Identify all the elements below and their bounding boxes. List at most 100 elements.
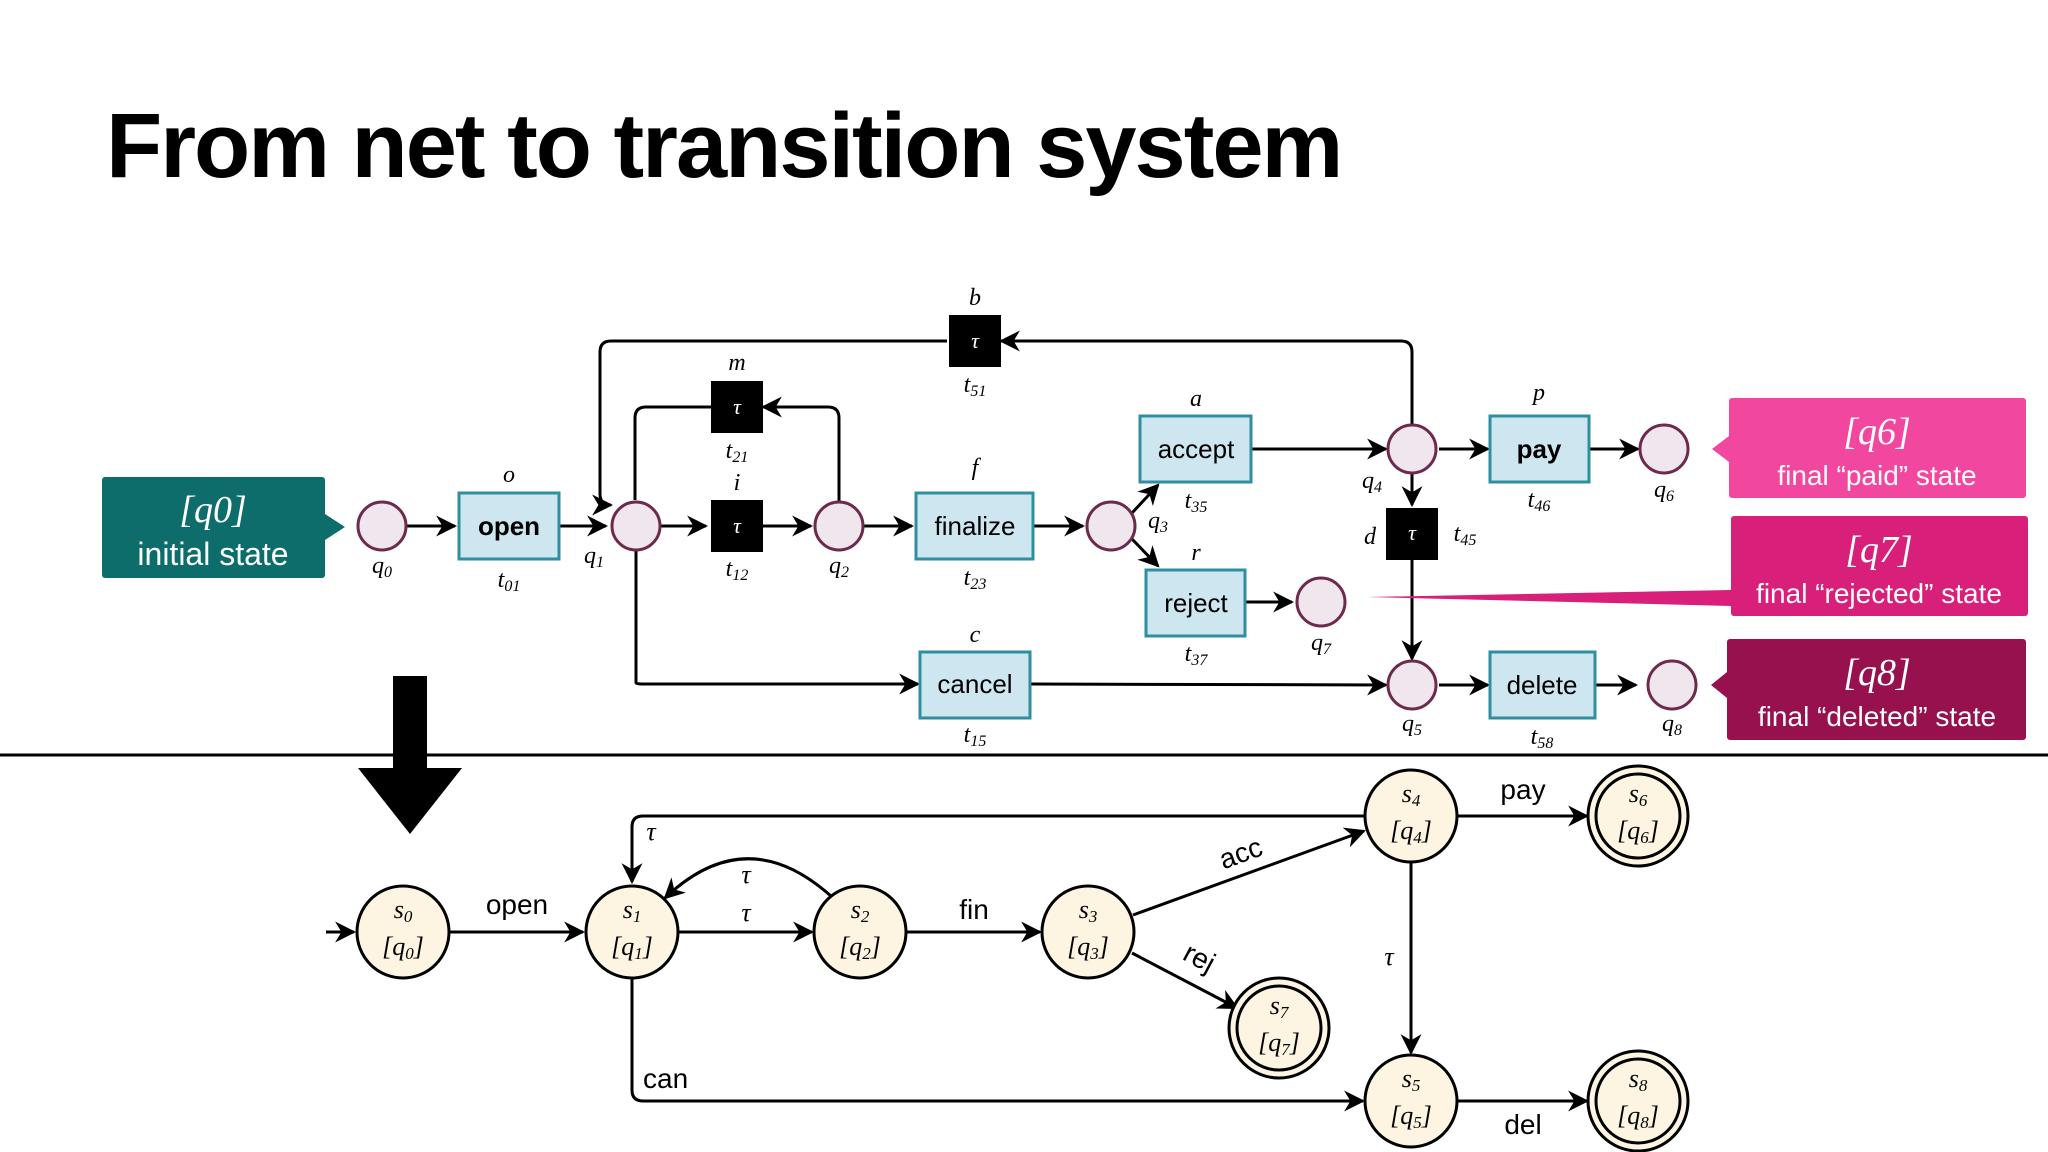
transition-id: t35: [1185, 488, 1208, 516]
action-label: b: [969, 285, 981, 311]
transition-ids: t01 t23 t35 t37 t46 t15 t58 t12 t21 t51 …: [498, 372, 1554, 752]
transition-name-open: open: [478, 511, 540, 541]
down-arrow-icon: [358, 676, 462, 834]
place-q0: [356, 500, 408, 552]
state-id: s5: [1402, 1064, 1421, 1095]
state-marking: [q7]: [1258, 1028, 1300, 1059]
state-marking: [q5]: [1390, 1101, 1432, 1132]
action-label: c: [970, 622, 981, 648]
ts-state-markings: [q0] [q1] [q2] [q3] [q4] [q5] [q6] [q7] …: [382, 816, 1659, 1132]
ts-state-ids: s0 s1 s2 s3 s4 s5 s6 s7 s8: [394, 779, 1648, 1095]
state-marking: [q3]: [1067, 932, 1109, 963]
transition-t21: [711, 381, 763, 433]
ts-edge: [630, 979, 1366, 1112]
transition-name-finalize: finalize: [935, 511, 1016, 541]
arc: [634, 526, 921, 695]
place-q3: [1085, 500, 1137, 552]
callout-deleted-marking: [q8]: [1843, 652, 1911, 694]
places: [356, 423, 1698, 711]
state-id: s3: [1079, 895, 1098, 926]
state-marking: [q0]: [382, 932, 424, 963]
edge-label-can: can: [643, 1063, 688, 1094]
action-label: f: [972, 455, 982, 481]
place-id: q1: [584, 543, 604, 571]
place-id: q3: [1148, 508, 1168, 536]
callout-initial-marking: [q0]: [179, 489, 247, 531]
transition-names: open finalize accept reject pay cancel d…: [478, 434, 1577, 700]
transition-id: t12: [726, 556, 749, 584]
action-label: m: [728, 350, 745, 376]
ts-edge: [1132, 827, 1366, 917]
place-id: q4: [1362, 468, 1382, 496]
state-s8: [1586, 1049, 1690, 1152]
state-s4: [1363, 768, 1459, 864]
state-s3: [1040, 884, 1136, 980]
transition-t51: [949, 315, 1001, 367]
action-label: i: [734, 470, 741, 496]
transition-reject: [1144, 568, 1247, 638]
transition-name-reject: reject: [1164, 588, 1228, 618]
place-id: q2: [829, 553, 849, 581]
state-id: s4: [1402, 779, 1421, 810]
place-q1: [610, 500, 662, 552]
callout-deleted-text: final “deleted” state: [1758, 701, 1996, 732]
state-id: s2: [851, 895, 870, 926]
edge-label-tau: τ: [1384, 942, 1395, 971]
state-marking: [q8]: [1617, 1101, 1659, 1132]
arc: [1030, 674, 1389, 696]
action-label: d: [1364, 524, 1377, 550]
transition-open: [457, 491, 561, 561]
tau-label: τ: [1408, 520, 1417, 545]
arc: [1130, 483, 1160, 515]
arc: [760, 396, 841, 504]
transition-accept: [1138, 414, 1253, 484]
place-q7: [1295, 576, 1347, 628]
ts-edge: [621, 814, 1364, 885]
callout-rejected-marking: [q7]: [1845, 529, 1913, 571]
transition-id: t21: [726, 438, 749, 466]
callout-deleted-box: [1727, 639, 2026, 740]
callout-paid-marking: [q6]: [1843, 411, 1911, 453]
state-s6: [1586, 764, 1690, 868]
transition-pay: [1488, 414, 1591, 484]
tau-label: τ: [733, 513, 742, 538]
place-q4: [1386, 423, 1438, 475]
place-q2: [813, 500, 865, 552]
ts-edge: [663, 857, 834, 900]
state-marking: [q6]: [1617, 816, 1659, 847]
arc: [592, 339, 947, 516]
ts-states: [355, 764, 1690, 1152]
transition-id: t15: [964, 722, 987, 750]
transition-name-pay: pay: [1517, 434, 1562, 464]
transition-finalize: [914, 491, 1035, 561]
callout-deleted: [q8] final “deleted” state: [1711, 639, 2026, 740]
callout-rejected-text: final “rejected” state: [1756, 578, 2002, 609]
callout-deleted-pointer: [1711, 672, 1727, 698]
transition-id: t01: [498, 567, 521, 595]
silent-transitions: [711, 315, 1438, 560]
edge-label-fin: fin: [959, 894, 989, 925]
action-labels: o f a r p c i m b d: [503, 285, 1545, 648]
arc: [633, 405, 711, 500]
place-q5: [1386, 659, 1438, 711]
arc: [1130, 537, 1160, 568]
place-id: q0: [372, 553, 392, 581]
state-id: s6: [1629, 779, 1648, 810]
ts-edge: [1131, 951, 1239, 1010]
callout-paid-pointer: [1712, 436, 1729, 462]
state-s0: [355, 884, 451, 980]
callout-initial: [q0] initial state: [102, 477, 345, 578]
state-marking: [q2]: [839, 932, 881, 963]
state-id: s0: [394, 895, 413, 926]
callout-initial-text: initial state: [137, 536, 288, 572]
state-s5: [1363, 1053, 1459, 1149]
callout-rejected: [q7] final “rejected” state: [1368, 516, 2028, 616]
state-marking: [q4]: [1390, 816, 1432, 847]
transition-id: t45: [1454, 521, 1477, 549]
edge-label-pay: pay: [1500, 774, 1545, 805]
petri-net: [407, 330, 1641, 696]
silent-transition-names: τ τ τ τ: [733, 328, 1417, 545]
place-ids: q0 q1 q2 q3 q4 q5 q6 q7 q8: [372, 468, 1682, 739]
transition-id: t23: [964, 565, 987, 593]
transition-name-cancel: cancel: [937, 669, 1012, 699]
